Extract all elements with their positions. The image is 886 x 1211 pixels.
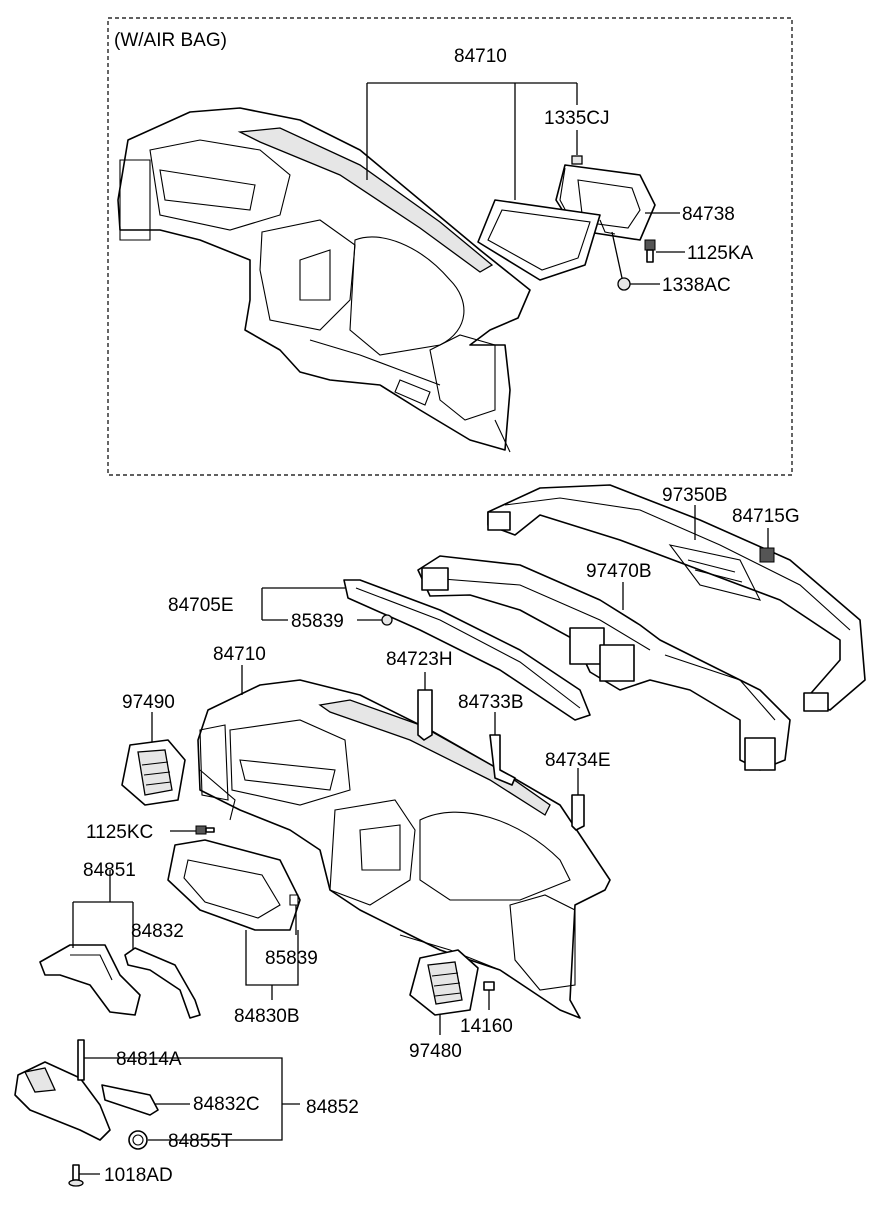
- crash-pad-assembly-main: [197, 679, 611, 1019]
- label-84710-top: 84710: [454, 46, 507, 67]
- leader-lines-top: [366, 82, 685, 285]
- screw-1018AD: [68, 1164, 84, 1187]
- label-84852: 84852: [306, 1097, 359, 1118]
- grommet-84855T: [128, 1130, 148, 1150]
- label-97490: 97490: [122, 692, 175, 713]
- label-1338AC: 1338AC: [662, 275, 731, 296]
- label-84832C: 84832C: [193, 1094, 260, 1115]
- label-85839-a: 85839: [291, 611, 344, 632]
- side-duct-97470B: [417, 555, 791, 771]
- airbag-variant-label: (W/AIR BAG): [114, 30, 227, 51]
- leader-84851: [72, 870, 134, 950]
- steering-column-lower-shroud: [14, 1061, 111, 1141]
- bracket-84734E: [571, 794, 585, 831]
- label-97470B: 97470B: [586, 561, 652, 582]
- label-1125KA: 1125KA: [687, 243, 754, 264]
- clip-14160: [483, 981, 495, 991]
- clip-84814A: [77, 1039, 85, 1081]
- airbag-door-panel: [477, 199, 601, 281]
- crash-pad-assembly-top: [117, 107, 531, 453]
- label-14160: 14160: [460, 1016, 513, 1037]
- trim-84832: [124, 947, 201, 1019]
- bracket-84723H: [417, 689, 433, 741]
- clip-85839-a: [381, 614, 393, 626]
- bolt-1125KA: [644, 239, 656, 263]
- label-84855T: 84855T: [168, 1131, 233, 1152]
- label-84851: 84851: [83, 860, 136, 881]
- leader-84852: [79, 1057, 300, 1175]
- label-84733B: 84733B: [458, 692, 524, 713]
- nut-1338AC: [617, 277, 631, 291]
- side-air-vent-97490: [121, 739, 186, 806]
- label-97350B: 97350B: [662, 485, 728, 506]
- label-1125KC: 1125KC: [86, 822, 153, 843]
- label-84715G: 84715G: [732, 506, 800, 527]
- label-84705E: 84705E: [168, 595, 234, 616]
- trim-84832C: [101, 1084, 159, 1116]
- leader-84705E: [261, 587, 382, 621]
- label-84738: 84738: [682, 204, 735, 225]
- center-duct-97350B: [487, 484, 866, 712]
- label-84832: 84832: [131, 921, 184, 942]
- label-84710-mid: 84710: [213, 644, 266, 665]
- label-84830B: 84830B: [234, 1006, 300, 1027]
- bracket-84733B: [489, 734, 516, 786]
- screw-1125KC: [195, 825, 215, 835]
- airbag-variant-box: [107, 17, 793, 476]
- label-84814A: 84814A: [116, 1049, 182, 1070]
- label-1335CJ: 1335CJ: [544, 108, 610, 129]
- label-97480: 97480: [409, 1041, 462, 1062]
- label-85839-b: 85839: [265, 948, 318, 969]
- cluster-fascia-panel: [167, 839, 301, 931]
- leader-84830B: [245, 905, 299, 1000]
- steering-column-upper-shroud: [39, 944, 141, 1016]
- label-84734E: 84734E: [545, 750, 611, 771]
- defroster-garnish: [343, 579, 591, 721]
- label-84723H: 84723H: [386, 649, 453, 670]
- center-air-vent-97480: [409, 949, 479, 1016]
- clip-85839-b: [289, 894, 299, 906]
- label-1018AD: 1018AD: [104, 1165, 173, 1186]
- clip-84715G: [759, 547, 775, 563]
